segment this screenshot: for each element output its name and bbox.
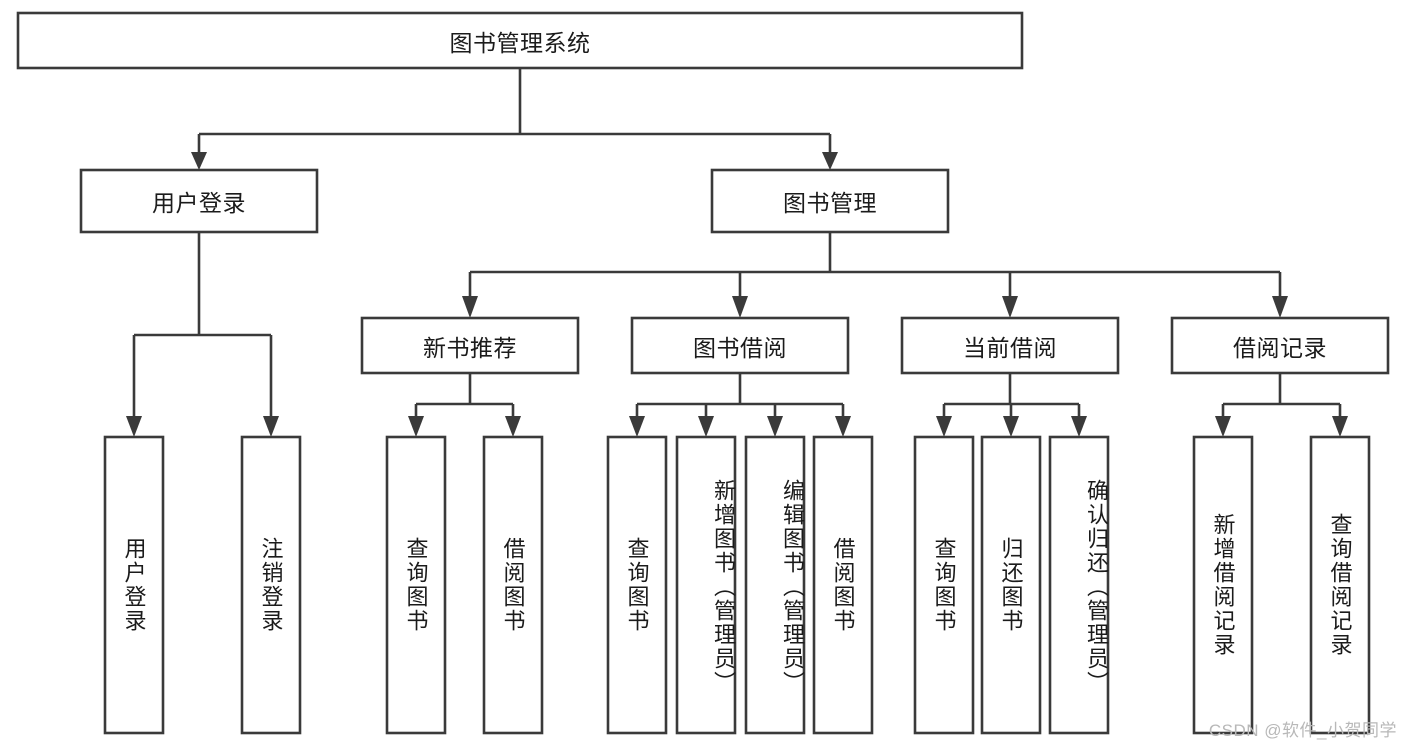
watermark: CSDN @软件_小贺同学	[1208, 721, 1397, 740]
leaf-borrow-record-1[interactable]	[1309, 435, 1371, 735]
node-current-borrow[interactable]	[900, 316, 1120, 375]
leaf-book-borrow-0[interactable]	[606, 435, 668, 735]
node-book-management[interactable]	[710, 168, 950, 234]
arrowhead-book-manage	[822, 152, 838, 170]
leaf-borrow-record-0[interactable]	[1192, 435, 1254, 735]
leaf-current-borrow-0[interactable]	[913, 435, 975, 735]
arrowhead-current-borrow	[1002, 296, 1018, 318]
arrowhead-user-login	[191, 152, 207, 170]
leaf-user-login-0[interactable]	[103, 435, 165, 735]
arrowhead-borrow-record	[1272, 296, 1288, 318]
arrowhead-bookborrow-leaf-3	[767, 416, 783, 437]
arrowhead-currentborrow-leaf-1	[936, 416, 952, 437]
arrowhead-bookborrow-leaf-1	[629, 416, 645, 437]
arrowhead-borrowrecord-leaf-1	[1215, 416, 1231, 437]
node-borrow-record[interactable]	[1170, 316, 1390, 375]
arrowhead-bookborrow-leaf-4	[835, 416, 851, 437]
arrowhead-book-borrow	[732, 296, 748, 318]
arrowhead-leaf-user-login	[126, 416, 142, 437]
arrowhead-currentborrow-leaf-3	[1071, 416, 1087, 437]
node-box-group	[16, 11, 1390, 735]
arrowhead-newbook-leaf-2	[505, 416, 521, 437]
arrowhead-newbook-leaf-1	[408, 416, 424, 437]
leaf-new-book-0[interactable]	[385, 435, 447, 735]
node-root[interactable]	[16, 11, 1024, 70]
arrowhead-currentborrow-leaf-2	[1003, 416, 1019, 437]
arrowhead-new-book	[462, 296, 478, 318]
leaf-book-borrow-1[interactable]	[675, 435, 737, 735]
leaf-current-borrow-1[interactable]	[980, 435, 1042, 735]
arrowhead-borrowrecord-leaf-2	[1332, 416, 1348, 437]
leaf-user-login-1[interactable]	[240, 435, 302, 735]
node-new-book-recommend[interactable]	[360, 316, 580, 375]
arrowhead-bookborrow-leaf-2	[698, 416, 714, 437]
arrowhead-leaf-logout	[263, 416, 279, 437]
leaf-book-borrow-3[interactable]	[812, 435, 874, 735]
node-book-borrow[interactable]	[630, 316, 850, 375]
connector-group	[126, 68, 1348, 437]
leaf-current-borrow-2[interactable]	[1048, 435, 1110, 735]
node-user-login[interactable]	[79, 168, 319, 234]
leaf-new-book-1[interactable]	[482, 435, 544, 735]
leaf-book-borrow-2[interactable]	[744, 435, 806, 735]
